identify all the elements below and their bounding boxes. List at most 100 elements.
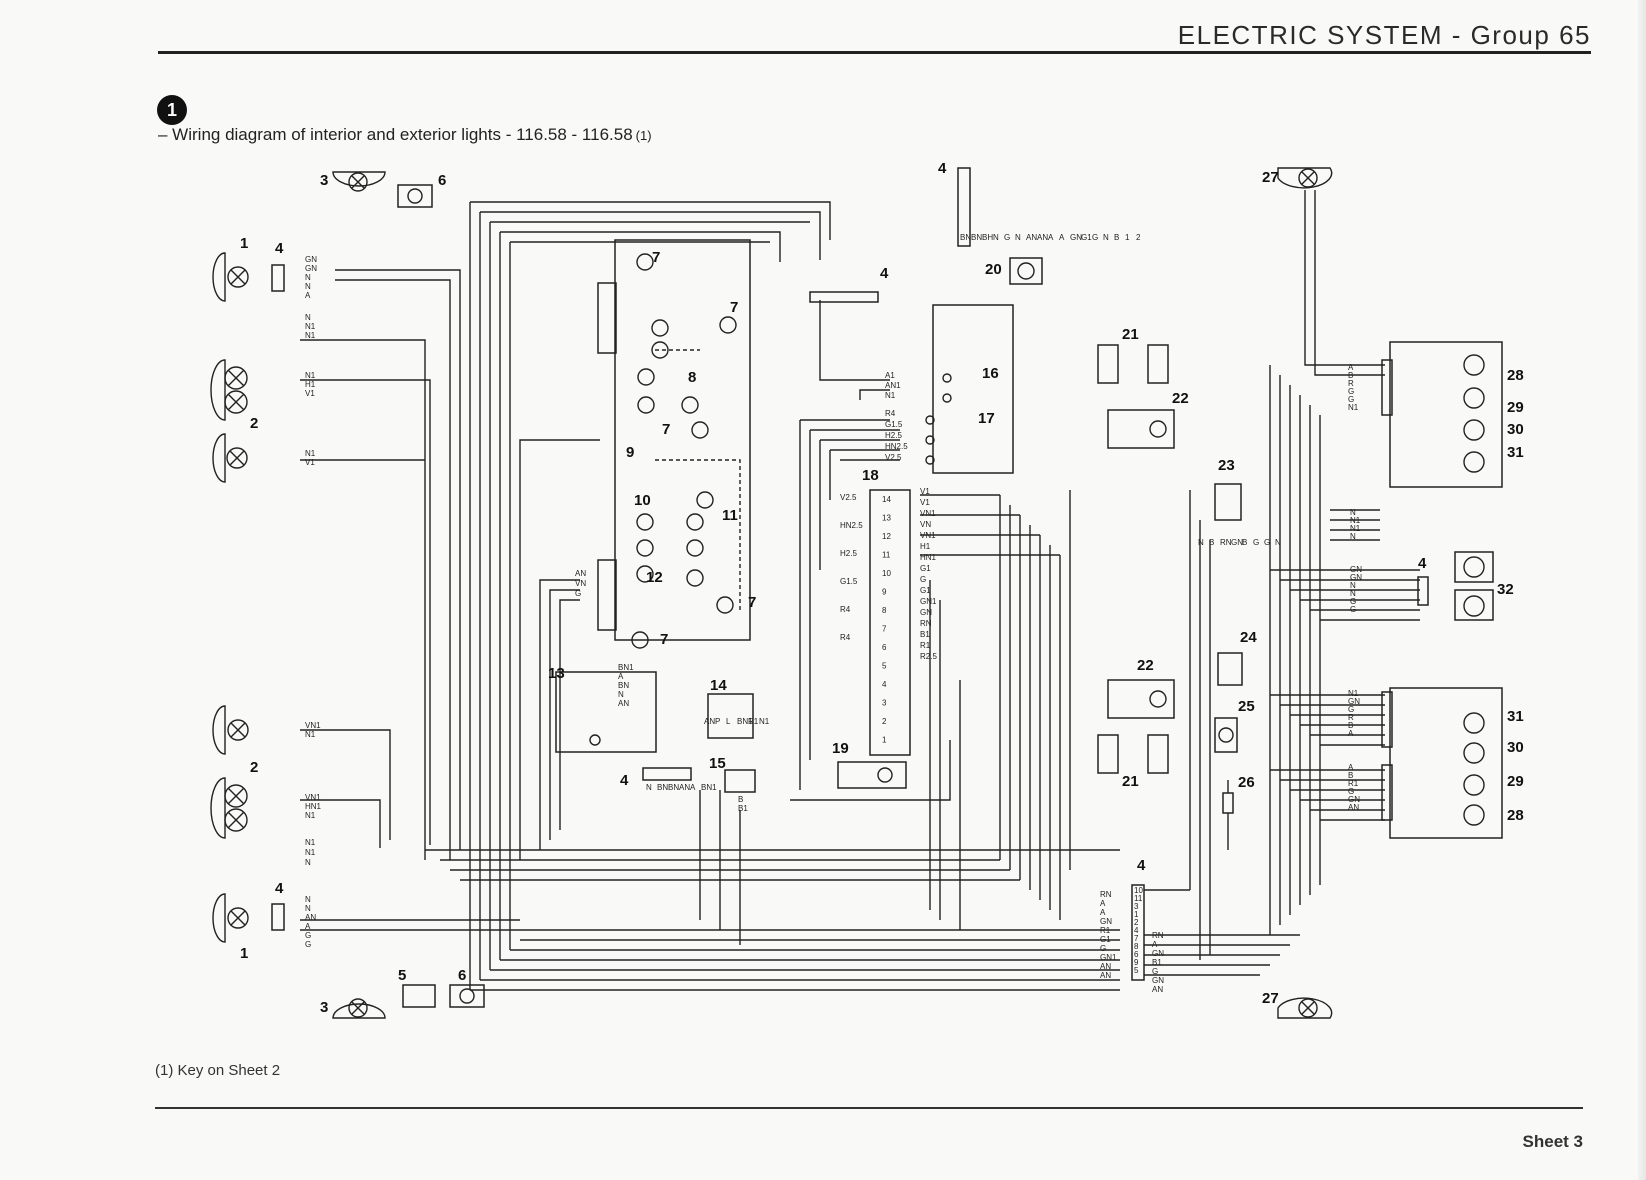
lamp-25 <box>1214 717 1238 753</box>
component-label-c18: 18 <box>862 467 879 484</box>
component-label-c31a: 31 <box>1507 444 1524 461</box>
wire-code-fuses: 13 <box>882 514 891 523</box>
wire-code-center_conn_left: GN <box>1100 917 1112 926</box>
wire-code-center_conn_pins: 3 <box>1134 902 1139 911</box>
wire-code-fuses: 8 <box>882 606 887 615</box>
wire-code-lamp2b_bottom: N1 <box>305 811 316 820</box>
wire-code-relay14: R1 <box>748 717 759 726</box>
component-label-c23: 23 <box>1218 457 1235 474</box>
wire-code-lamp2b_top: V1 <box>305 458 315 467</box>
wire-code-ground_right: N <box>1350 508 1356 517</box>
component-label-c7b: 7 <box>730 299 738 316</box>
lamp-1-bottom <box>212 893 285 943</box>
wire-code-center_conn_pins: 4 <box>1134 926 1139 935</box>
wire-code-fusebox_right: R1 <box>920 641 931 650</box>
component-label-c7e: 7 <box>660 631 668 648</box>
wire-code-fusebox_right: G <box>920 575 926 584</box>
instrument-panel <box>597 239 751 649</box>
wire-code-relay14: L <box>726 717 731 726</box>
wire-code-fusebox_right: G1 <box>920 564 931 573</box>
wire-code-plate32: GN <box>1350 565 1362 574</box>
wire-code-rear_lamps_top: R <box>1348 379 1354 388</box>
component-label-c9: 9 <box>626 444 634 461</box>
component-label-c21a: 21 <box>1122 326 1139 343</box>
wire-code-switch15: B1 <box>738 804 748 813</box>
component-label-c27b: 27 <box>1262 990 1279 1007</box>
wire-code-door_switch: B <box>1209 538 1214 547</box>
wire-code-lamp1_bottom: N <box>305 904 311 913</box>
wire-code-rear_lamps_bottom: G <box>1348 705 1354 714</box>
component-number-labels: 1122334444444566777778910111213141516171… <box>240 160 1524 1016</box>
wire-code-lamp1_bottom: G <box>305 931 311 940</box>
wire-code-fuses: 9 <box>882 588 887 597</box>
component-label-c15: 15 <box>709 755 726 772</box>
relay-13 <box>555 671 657 753</box>
component-label-c19: 19 <box>832 740 849 757</box>
component-label-c4b: 4 <box>275 880 284 897</box>
wire-code-conn4_bottom: N <box>646 783 652 792</box>
wire-code-rear_lamps_bottom: A <box>1348 729 1354 738</box>
wire-code-other: AN <box>1037 233 1048 242</box>
wire-code-fuses: 7 <box>882 625 887 634</box>
component-label-c21b: 21 <box>1122 773 1139 790</box>
sheet-number: Sheet 3 <box>1522 1132 1583 1151</box>
wire-code-door_switch: RN <box>1220 538 1232 547</box>
wire-code-lamp1_bottom: N <box>305 895 311 904</box>
wire-code-center_conn_right: G <box>1152 967 1158 976</box>
wire-code-other: G <box>1092 233 1098 242</box>
switch-15 <box>724 769 756 793</box>
component-label-c4g: 4 <box>1418 555 1427 572</box>
wire-code-lamp1_top: GN <box>305 255 317 264</box>
wire-code-relay13: AN <box>618 699 629 708</box>
wire-code-plate32: N <box>1350 589 1356 598</box>
wire-code-dash_left: AN <box>575 569 586 578</box>
wire-code-ground_right: N <box>1350 532 1356 541</box>
switch-24 <box>1217 652 1243 686</box>
wire-code-plate32: G <box>1350 605 1356 614</box>
component-label-c7d: 7 <box>748 594 756 611</box>
wire-code-rear_lamps_top: G <box>1348 387 1354 396</box>
component-label-c10: 10 <box>634 492 651 509</box>
wire-code-rear_lamps_bottom2: A <box>1348 763 1354 772</box>
wire-code-center_conn_left: RN <box>1100 890 1112 899</box>
wire-code-center_conn_left: AN <box>1100 971 1111 980</box>
wire-code-lamp1_top: A <box>305 291 311 300</box>
wire-code-fusebox_right: V1 <box>920 498 930 507</box>
wire-code-center_conn_pins: 5 <box>1134 966 1139 975</box>
wire-code-center_conn_right: A <box>1152 940 1158 949</box>
component-label-c7c: 7 <box>662 421 670 438</box>
wire-code-dash_left: G <box>575 589 581 598</box>
lamp-3-bottom <box>332 998 386 1019</box>
component-label-c14: 14 <box>710 677 727 694</box>
wire-code-fusebox_right: VN1 <box>920 509 936 518</box>
wire-code-center_conn_left: GN1 <box>1100 953 1117 962</box>
wire-code-other: 2 <box>1136 233 1141 242</box>
wire-code-conn4_bottom: BN <box>668 783 679 792</box>
wire-code-fusebox_right: RN <box>920 619 932 628</box>
wire-code-other: N <box>1015 233 1021 242</box>
wire-code-lamp1_bottom: AN <box>305 913 316 922</box>
lamp-2b-top <box>212 433 248 483</box>
wire-code-fuses: 4 <box>882 680 887 689</box>
wire-code-relay13: BN <box>618 681 629 690</box>
wire-code-switch17: G1.5 <box>885 420 903 429</box>
component-label-c22a: 22 <box>1172 390 1189 407</box>
wire-code-lamp2_top: V1 <box>305 389 315 398</box>
switch-19 <box>837 761 907 789</box>
component-label-c16: 16 <box>982 365 999 382</box>
wire-code-door_switch: G <box>1264 538 1270 547</box>
wire-code-fusebox_left: G1.5 <box>840 577 858 586</box>
wire-code-fusebox_left: H2.5 <box>840 549 857 558</box>
wire-code-other: 1 <box>1125 233 1130 242</box>
wire-code-switch16: N1 <box>885 391 896 400</box>
wire-code-lamp_n_top: N1 <box>305 331 316 340</box>
component-label-c7a: 7 <box>652 249 660 266</box>
wire-code-other: B <box>1114 233 1119 242</box>
figure-number-badge: 1 <box>157 95 187 125</box>
page-edge-shadow <box>1638 0 1646 1180</box>
lamp-20 <box>1009 257 1043 285</box>
wire-code-lamp_n_top: N1 <box>305 322 316 331</box>
wire-code-lamp_n_bottom: N1 <box>305 838 316 847</box>
component-label-c6a: 6 <box>438 172 446 189</box>
